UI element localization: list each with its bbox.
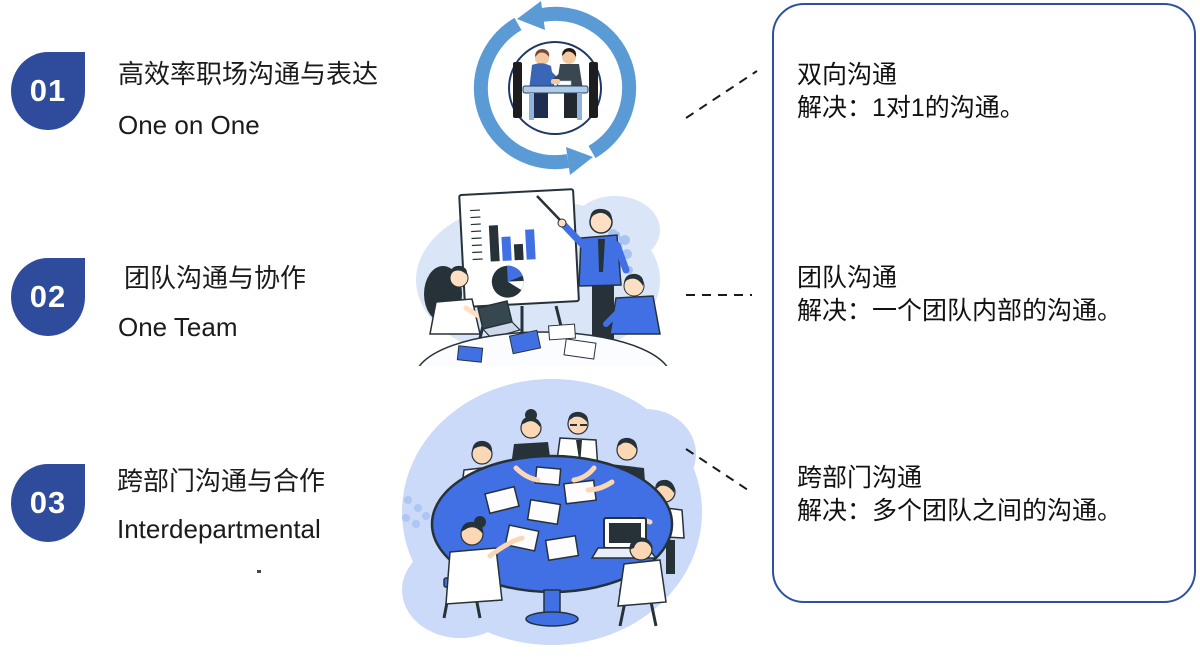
connector-line-1	[685, 70, 758, 119]
handshake-scene	[513, 48, 598, 120]
panel-entry-heading: 跨部门沟通	[797, 464, 923, 492]
panel-entry-description: 解决：1对1的沟通。	[797, 94, 1025, 122]
meeting-table	[522, 85, 589, 94]
step-title-2: 团队沟通与协作	[124, 263, 307, 293]
pie-chart-icon	[491, 265, 524, 298]
people-in-front	[442, 516, 667, 627]
round-table-discussion-illustration	[402, 379, 702, 645]
step-title-1: 高效率职场沟通与表达	[118, 59, 379, 89]
flipchart-board	[458, 188, 580, 308]
step-subtitle-2: One Team	[118, 312, 238, 342]
panel-entry-description: 解决：多个团队之间的沟通。	[797, 497, 1123, 525]
seated-woman	[424, 265, 491, 335]
cycle-arrowhead-bottom	[566, 147, 593, 175]
step-badge-2: 02	[11, 258, 85, 336]
bar-chart-icon	[488, 225, 536, 262]
seated-man	[603, 273, 661, 335]
explanation-panel: 双向沟通 解决：1对1的沟通。 团队沟通 解决：一个团队内部的沟通。 跨部门沟通…	[772, 3, 1196, 603]
panel-entry-1: 双向沟通 解决：1对1的沟通。	[797, 59, 1177, 125]
cycle-arrow-right	[540, 6, 637, 159]
leaf-decoration	[402, 496, 430, 528]
pointer-stick	[536, 195, 561, 221]
panel-entry-2: 团队沟通 解决：一个团队内部的沟通。	[797, 262, 1177, 328]
cycle-arrow-left	[473, 17, 570, 170]
step-subtitle-1: One on One	[118, 110, 260, 140]
stray-mark	[257, 570, 261, 573]
papers-on-table	[456, 323, 597, 363]
step-badge-1: 01	[11, 52, 85, 130]
cycle-arrowhead-top	[517, 1, 545, 30]
panel-entry-heading: 双向沟通	[797, 61, 898, 89]
laptop-icon	[477, 300, 522, 339]
team-presentation-meeting-illustration	[416, 188, 668, 366]
panel-entry-description: 解决：一个团队内部的沟通。	[797, 297, 1123, 325]
step-title-3: 跨部门沟通与合作	[117, 466, 326, 496]
step-badge-3: 03	[11, 464, 85, 542]
step-subtitle-3: Interdepartmental	[117, 514, 321, 544]
one-on-one-handshake-cycle-illustration	[473, 1, 637, 175]
panel-entry-heading: 团队沟通	[797, 264, 898, 292]
panel-entry-3: 跨部门沟通 解决：多个团队之间的沟通。	[797, 462, 1177, 528]
presenter	[536, 195, 630, 353]
handshake-hands	[551, 79, 560, 84]
